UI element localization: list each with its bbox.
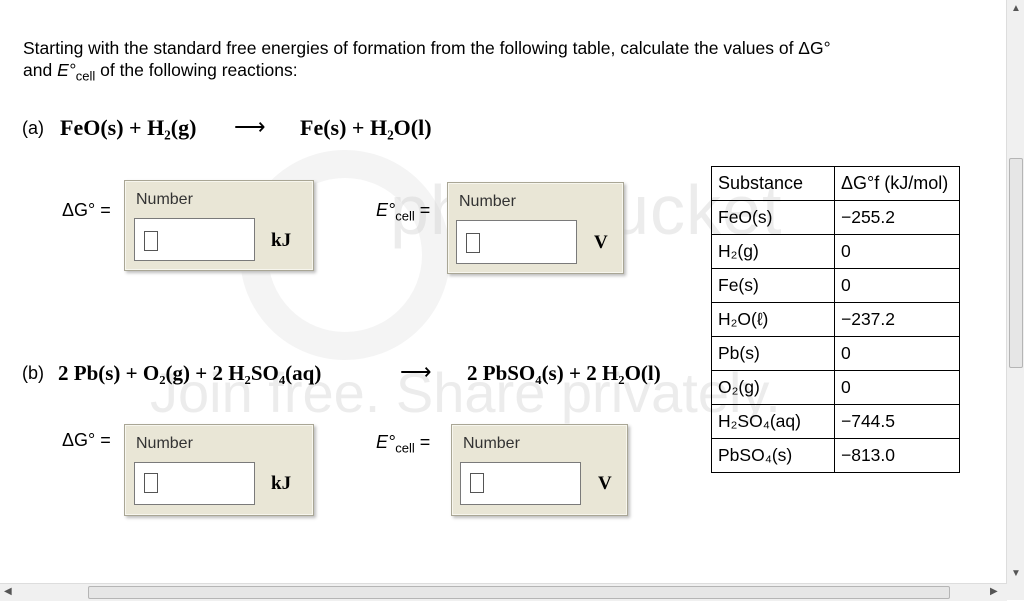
part-a-dg-answer-box: Number kJ — [124, 180, 314, 271]
table-row: H₂O(ℓ)−237.2 — [711, 302, 960, 337]
scroll-up-arrow-icon[interactable]: ▲ — [1011, 3, 1021, 14]
part-a-ecell-box-title: Number — [459, 193, 516, 210]
table-cell-substance: Pb(s) — [711, 336, 835, 371]
question-text: Starting with the standard free energies… — [23, 38, 831, 84]
scroll-left-arrow-icon[interactable]: ◀ — [4, 586, 12, 597]
table-header-substance: Substance — [711, 166, 835, 201]
table-cell-substance: H₂O(ℓ) — [711, 302, 835, 337]
part-b-ecell-label: E°cell = — [376, 432, 431, 456]
part-b-dg-box-title: Number — [136, 435, 193, 452]
table-row: H₂SO₄(aq)−744.5 — [711, 404, 960, 439]
vertical-scroll-thumb[interactable] — [1009, 158, 1023, 368]
table-header-row: Substance ΔG°f (kJ/mol) — [711, 166, 960, 201]
table-row: PbSO₄(s)−813.0 — [711, 438, 960, 473]
part-a-arrow: ⟶ — [234, 114, 266, 139]
horizontal-scroll-thumb[interactable] — [88, 586, 950, 599]
table-cell-value: 0 — [834, 336, 960, 371]
part-b-ecell-unit: V — [598, 473, 612, 494]
table-cell-value: 0 — [834, 370, 960, 405]
part-a-dg-box-title: Number — [136, 191, 193, 208]
part-b-arrow: ⟶ — [400, 359, 432, 384]
scroll-right-arrow-icon[interactable]: ▶ — [990, 586, 998, 597]
table-cell-value: −813.0 — [834, 438, 960, 473]
table-cell-substance: O₂(g) — [711, 370, 835, 405]
part-b-reactants: 2 Pb(s) + O₂(g) + 2 H₂SO₄(aq) — [58, 361, 322, 385]
table-row: Pb(s)0 — [711, 336, 960, 371]
part-a-label: (a) — [22, 118, 44, 138]
part-b-ecell-box-title: Number — [463, 435, 520, 452]
table-cell-substance: PbSO₄(s) — [711, 438, 835, 473]
part-a-dg-unit: kJ — [271, 230, 292, 251]
table-header-dgf: ΔG°f (kJ/mol) — [834, 166, 960, 201]
horizontal-scrollbar[interactable]: ◀ ▶ — [0, 583, 1007, 601]
table-cell-value: −744.5 — [834, 404, 960, 439]
part-b-dg-input[interactable] — [134, 462, 255, 505]
table-cell-substance: Fe(s) — [711, 268, 835, 303]
free-energy-table: Substance ΔG°f (kJ/mol) FeO(s)−255.2 H₂(… — [711, 166, 960, 473]
part-a-dg-input[interactable] — [134, 218, 255, 261]
part-b-ecell-answer-box: Number V — [451, 424, 628, 516]
part-a-ecell-label: E°cell = — [376, 200, 431, 224]
part-b-label: (b) — [22, 363, 44, 383]
table-row: O₂(g)0 — [711, 370, 960, 405]
part-a-ecell-input[interactable] — [456, 220, 577, 264]
part-a-ecell-answer-box: Number V — [447, 182, 624, 274]
table-cell-value: 0 — [834, 268, 960, 303]
part-b-dg-answer-box: Number kJ — [124, 424, 314, 516]
part-a-ecell-unit: V — [594, 232, 608, 253]
scroll-down-arrow-icon[interactable]: ▼ — [1011, 568, 1021, 579]
part-b-ecell-input[interactable] — [460, 462, 581, 505]
part-a-reactants: FeO(s) + H₂(g) — [60, 115, 197, 140]
table-cell-substance: H₂SO₄(aq) — [711, 404, 835, 439]
part-b-dg-unit: kJ — [271, 473, 292, 494]
table-cell-value: 0 — [834, 234, 960, 269]
part-a-products: Fe(s) + H₂O(l) — [300, 115, 432, 140]
table-row: FeO(s)−255.2 — [711, 200, 960, 235]
table-cell-substance: FeO(s) — [711, 200, 835, 235]
part-b-products: 2 PbSO₄(s) + 2 H₂O(l) — [467, 361, 661, 385]
part-b-dg-label: ΔG° = — [62, 430, 111, 450]
table-row: Fe(s)0 — [711, 268, 960, 303]
table-cell-substance: H₂(g) — [711, 234, 835, 269]
scrollbar-corner — [1007, 583, 1024, 600]
table-cell-value: −237.2 — [834, 302, 960, 337]
table-cell-value: −255.2 — [834, 200, 960, 235]
vertical-scrollbar[interactable]: ▲ ▼ — [1006, 0, 1024, 583]
table-row: H₂(g)0 — [711, 234, 960, 269]
part-a-dg-label: ΔG° = — [62, 200, 111, 220]
